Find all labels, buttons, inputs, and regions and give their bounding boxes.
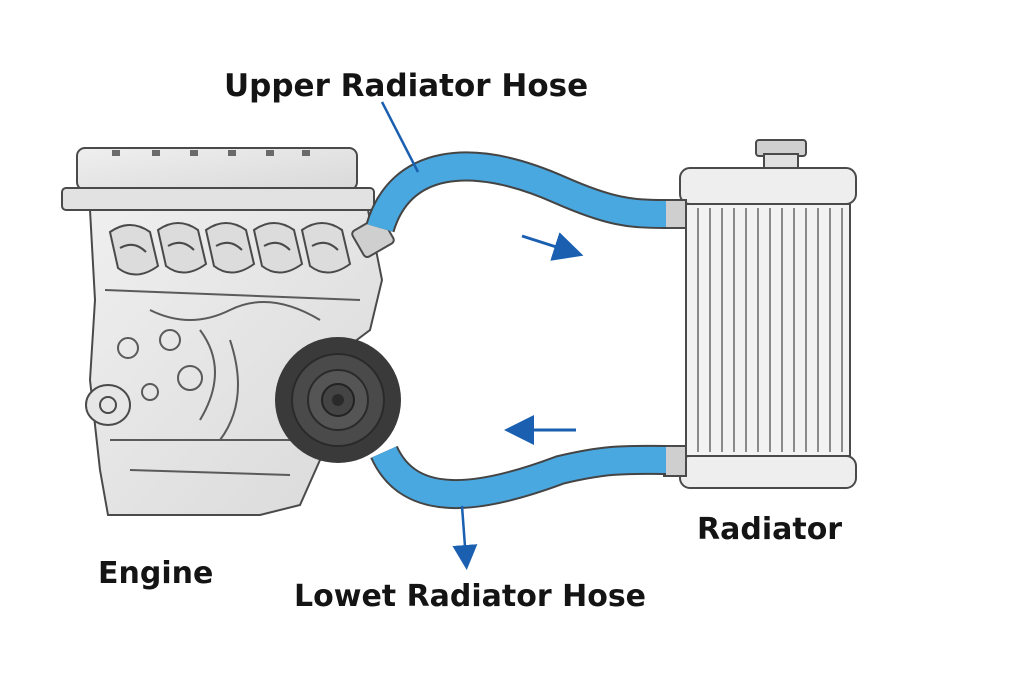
radiator [663,139,857,489]
valve-cover-bolts [112,150,310,156]
radiator-inlet-neck [663,199,687,229]
block-details [104,289,361,476]
cylinder-head-flange [61,187,375,211]
lower-radiator-hose [370,444,667,510]
radiator-bottom-tank [679,455,857,489]
alternator [85,384,131,426]
lower-hose-leader-arrow [452,505,478,570]
radiator-fins [697,208,843,452]
flow-arrow-to-radiator [521,232,584,261]
upper-hose-label: Upper Radiator Hose [224,68,589,104]
radiator-outlet-neck [663,445,687,477]
radiator-label: Radiator [697,512,843,547]
upper-hose-leader-line [380,101,420,173]
engine [61,147,401,516]
radiator-top-tank [679,167,857,205]
upper-radiator-hose [365,151,667,233]
radiator-core [685,203,851,457]
engine-label: Engine [98,556,214,591]
lower-hose-label: Lowet Radiator Hose [294,579,647,614]
intake-runners [108,222,352,276]
water-pump-pulley [275,337,401,463]
